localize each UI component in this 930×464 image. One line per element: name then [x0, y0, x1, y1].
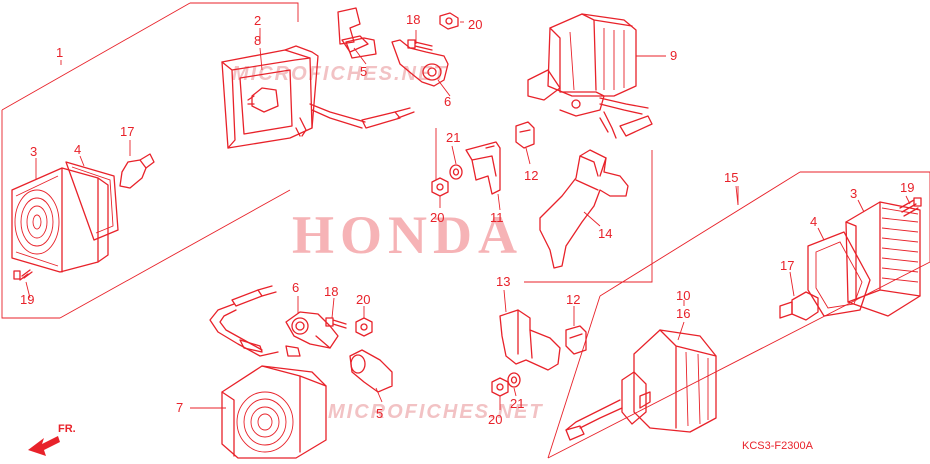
- callout-17-right: 17: [780, 258, 794, 273]
- callout-3-left: 3: [30, 144, 37, 159]
- front-direction-arrow: FR.: [28, 423, 76, 456]
- callout-5-upper: 5: [360, 64, 367, 79]
- callout-18-lower: 18: [324, 284, 338, 299]
- front-left-turn-signal-housing: [221, 45, 415, 149]
- callout-11: 11: [490, 210, 504, 225]
- callout-20-lower-left: 20: [356, 292, 370, 307]
- lower-bolt: [325, 317, 347, 329]
- callout-8: 8: [254, 33, 261, 48]
- leader-lines: [25, 21, 911, 410]
- upper-nut: [439, 12, 459, 30]
- callout-13: 13: [496, 274, 510, 289]
- front-left-lens-gasket: [65, 161, 119, 241]
- clip-nut-12-lower: [565, 325, 587, 355]
- callout-21-upper: 21: [446, 130, 460, 145]
- front-right-turn-signal-lens: [221, 365, 327, 459]
- callout-17-left: 17: [120, 124, 134, 139]
- rear-right-bulb: [779, 291, 819, 321]
- front-left-lens-screw: [13, 269, 33, 281]
- rear-right-lens-screw: [899, 197, 922, 217]
- callout-21-lower: 21: [510, 396, 524, 411]
- lower-rubber-boot: [349, 349, 393, 393]
- callout-16: 16: [676, 306, 690, 321]
- callout-19-right: 19: [900, 180, 914, 195]
- site-watermark-bottom: MICROFICHES.NET: [328, 401, 544, 423]
- front-left-bulb: [119, 153, 155, 189]
- callout-15: 15: [724, 170, 738, 185]
- callout-7: 7: [176, 400, 183, 415]
- lower-nut: [355, 317, 373, 337]
- front-left-turn-signal-lens: [11, 167, 109, 273]
- assembly-1-frame: [1, 2, 299, 319]
- callout-10: 10: [676, 288, 690, 303]
- bracket-13: [499, 309, 561, 371]
- callout-4-left: 4: [74, 142, 81, 157]
- front-direction-label: FR.: [58, 423, 76, 435]
- callout-20-upper: 20: [468, 17, 482, 32]
- callout-6-lower: 6: [292, 280, 299, 295]
- upper-bulb-socket: [337, 7, 377, 59]
- clip-nut-12-upper: [515, 121, 535, 149]
- callout-12-upper: 12: [524, 168, 538, 183]
- diagram-code: KCS3-F2300A: [742, 440, 814, 452]
- stay-14: [539, 149, 629, 269]
- upper-bolt: [407, 39, 433, 51]
- callout-2: 2: [254, 13, 261, 28]
- callout-20-lower-center: 20: [488, 412, 502, 427]
- callout-18-upper: 18: [406, 12, 420, 27]
- washer-21-lower: [507, 372, 521, 388]
- callout-20-center: 20: [430, 210, 444, 225]
- callout-5-lower: 5: [376, 406, 383, 421]
- callout-6-upper: 6: [444, 94, 451, 109]
- callout-1: 1: [56, 45, 63, 60]
- site-watermark-top: MICROFICHES.NET: [232, 63, 448, 85]
- callout-14: 14: [598, 226, 612, 241]
- washer-21-upper: [449, 164, 463, 180]
- nut-20-lower-center: [491, 377, 509, 397]
- callout-4-right: 4: [810, 214, 817, 229]
- callout-3-right: 3: [850, 186, 857, 201]
- rear-right-turn-signal-housing: [565, 329, 717, 441]
- center-bracket-frame: [435, 128, 653, 283]
- lower-left-wiring: [209, 285, 301, 357]
- callout-labels: 1 2 8 5 18 20 6 9 3 4 17 19 21 12 20 11 …: [20, 12, 914, 427]
- honda-watermark: HONDA: [292, 205, 523, 265]
- callout-12-lower: 12: [566, 292, 580, 307]
- nut-20-center-upper: [431, 177, 449, 197]
- rear-upper-light-housing: [527, 13, 653, 139]
- callout-9: 9: [670, 48, 677, 63]
- bracket-11: [465, 141, 501, 195]
- rear-right-turn-signal-lens: [845, 201, 921, 317]
- lower-bulb-socket: [285, 311, 339, 349]
- callout-19-left: 19: [20, 292, 34, 307]
- rear-right-lens-gasket: [807, 231, 871, 317]
